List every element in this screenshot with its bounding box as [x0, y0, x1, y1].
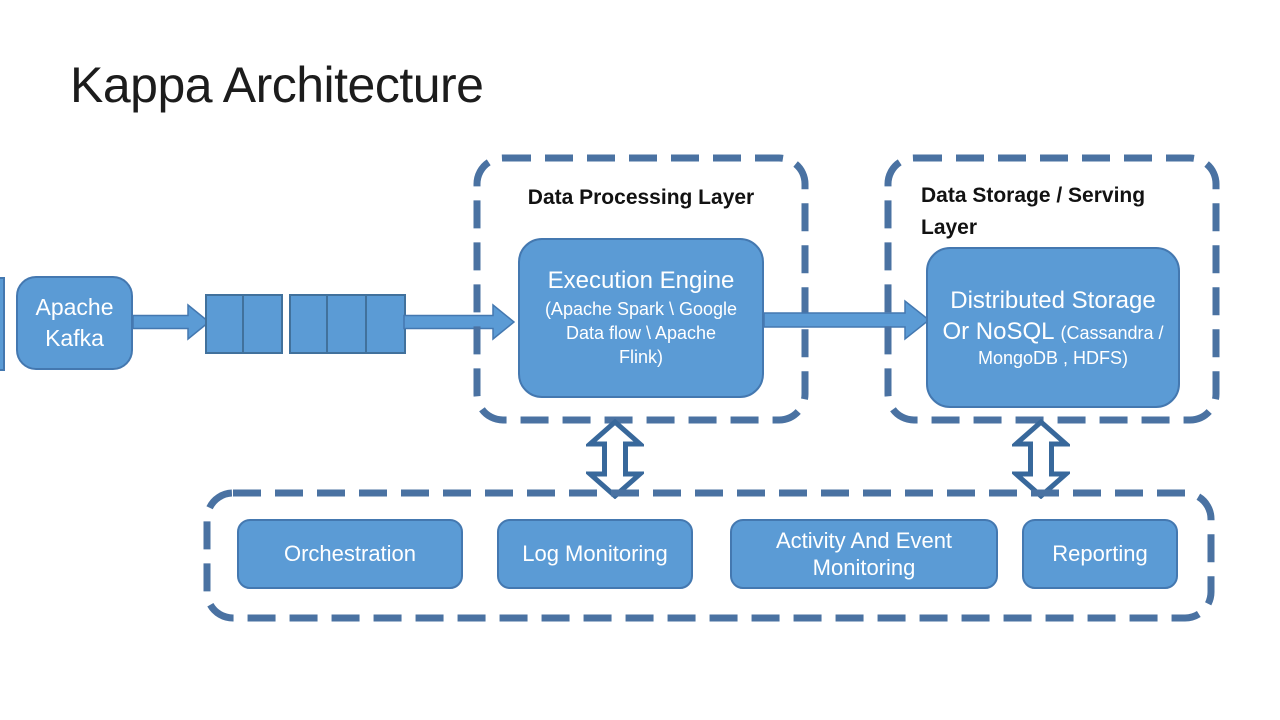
storage-tech-line2: MongoDB , HDFS)	[977, 347, 1129, 368]
distributed-storage-title: Distributed Storage	[950, 286, 1156, 314]
double-arrow-storage-management-icon	[1012, 419, 1070, 499]
distributed-storage-line2: Or NoSQL(Cassandra /	[942, 316, 1163, 347]
kafka-message-queue	[205, 294, 406, 354]
orchestration-label: Orchestration	[283, 541, 417, 567]
execution-engine-title: Execution Engine	[547, 266, 735, 294]
double-arrow-processing-management-icon	[586, 419, 644, 499]
nosql-label: Or NoSQL	[942, 317, 1055, 345]
page-title: Kappa Architecture	[70, 57, 484, 113]
kafka-label-line2: Kafka	[45, 325, 104, 351]
left-edge-sliver	[0, 277, 5, 371]
arrow-engine-to-storage-icon	[764, 299, 930, 341]
execution-engine-subtitle-line1: (Apache Spark \ Google	[544, 298, 738, 319]
node-distributed-storage: Distributed Storage Or NoSQL(Cassandra /…	[926, 247, 1180, 408]
management-layer-container	[203, 489, 1215, 622]
node-activity-event-monitoring: Activity And Event Monitoring	[730, 519, 998, 589]
node-execution-engine: Execution Engine (Apache Spark \ Google …	[518, 238, 764, 398]
queue-cell	[328, 294, 367, 354]
data-processing-layer-label: Data Processing Layer	[527, 186, 755, 209]
arrow-queue-to-engine-icon	[403, 303, 515, 341]
queue-segment	[205, 294, 283, 354]
node-reporting: Reporting	[1022, 519, 1178, 589]
arrow-kafka-to-queue-icon	[132, 303, 210, 341]
queue-cell	[289, 294, 328, 354]
storage-tech-line1: (Cassandra /	[1060, 322, 1164, 343]
kafka-label-line1: Apache	[35, 293, 114, 320]
node-orchestration: Orchestration	[237, 519, 463, 589]
log-monitoring-label: Log Monitoring	[522, 541, 668, 567]
queue-segment	[289, 294, 406, 354]
node-log-monitoring: Log Monitoring	[497, 519, 693, 589]
reporting-label: Reporting	[1052, 541, 1148, 567]
data-processing-layer-container	[473, 154, 809, 424]
queue-cell	[367, 294, 406, 354]
data-storage-layer-label: Data Storage / Serving Layer	[921, 184, 1146, 239]
node-apache-kafka: Apache Kafka	[16, 276, 133, 370]
execution-engine-subtitle-line2: Data flow \ Apache	[565, 322, 717, 343]
queue-cell	[205, 294, 244, 354]
queue-cell	[244, 294, 283, 354]
activity-event-monitoring-label: Activity And Event Monitoring	[775, 527, 953, 581]
execution-engine-subtitle-line3: Flink)	[619, 347, 663, 368]
data-storage-layer-container	[884, 154, 1220, 424]
